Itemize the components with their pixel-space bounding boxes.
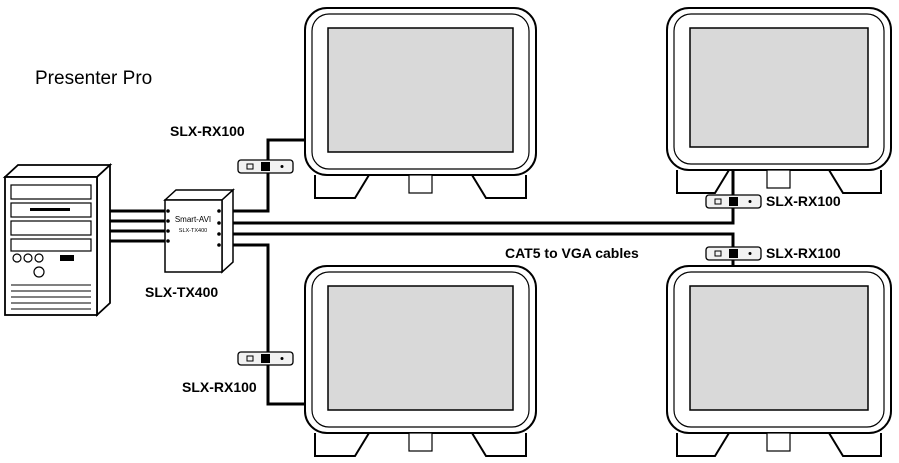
display-top-right-screen [689, 27, 869, 148]
display-top-left [304, 7, 537, 199]
receiver-rx2 [705, 194, 762, 209]
transmitter-label: SLX-TX400 [145, 284, 219, 300]
cable-label: CAT5 to VGA cables [505, 245, 639, 261]
receiver-label-2: SLX-RX100 [766, 193, 841, 209]
receiver-rx1 [237, 159, 294, 174]
tx-to-rx1-cable [222, 138, 305, 213]
display-bottom-right-screen [689, 285, 869, 411]
receiver-rx3 [705, 246, 762, 261]
display-bottom-left-screen [327, 285, 514, 411]
receiver-label-3: SLX-RX100 [766, 245, 841, 261]
transmitter-brand-text: Smart-AVI [175, 215, 211, 224]
receiver-label-1: SLX-RX100 [170, 123, 245, 139]
receiver-rx4 [237, 351, 294, 366]
cables [108, 138, 735, 406]
tx-to-rx3-cable [222, 232, 735, 247]
tx-to-rx2-cable [222, 207, 735, 225]
display-top-right [666, 7, 892, 194]
transmitter-model-text: SLX-TX400 [179, 228, 207, 234]
tx-to-rx4-cable [222, 243, 305, 406]
display-top-left-screen [327, 27, 514, 153]
display-bottom-right [666, 265, 892, 457]
display-bottom-left [304, 265, 537, 457]
transmitter-box: Smart-AVI SLX-TX400 [163, 188, 235, 274]
receiver-label-4: SLX-RX100 [182, 379, 257, 395]
diagram-title: Presenter Pro [35, 68, 153, 89]
pc-tower-icon [2, 162, 113, 318]
